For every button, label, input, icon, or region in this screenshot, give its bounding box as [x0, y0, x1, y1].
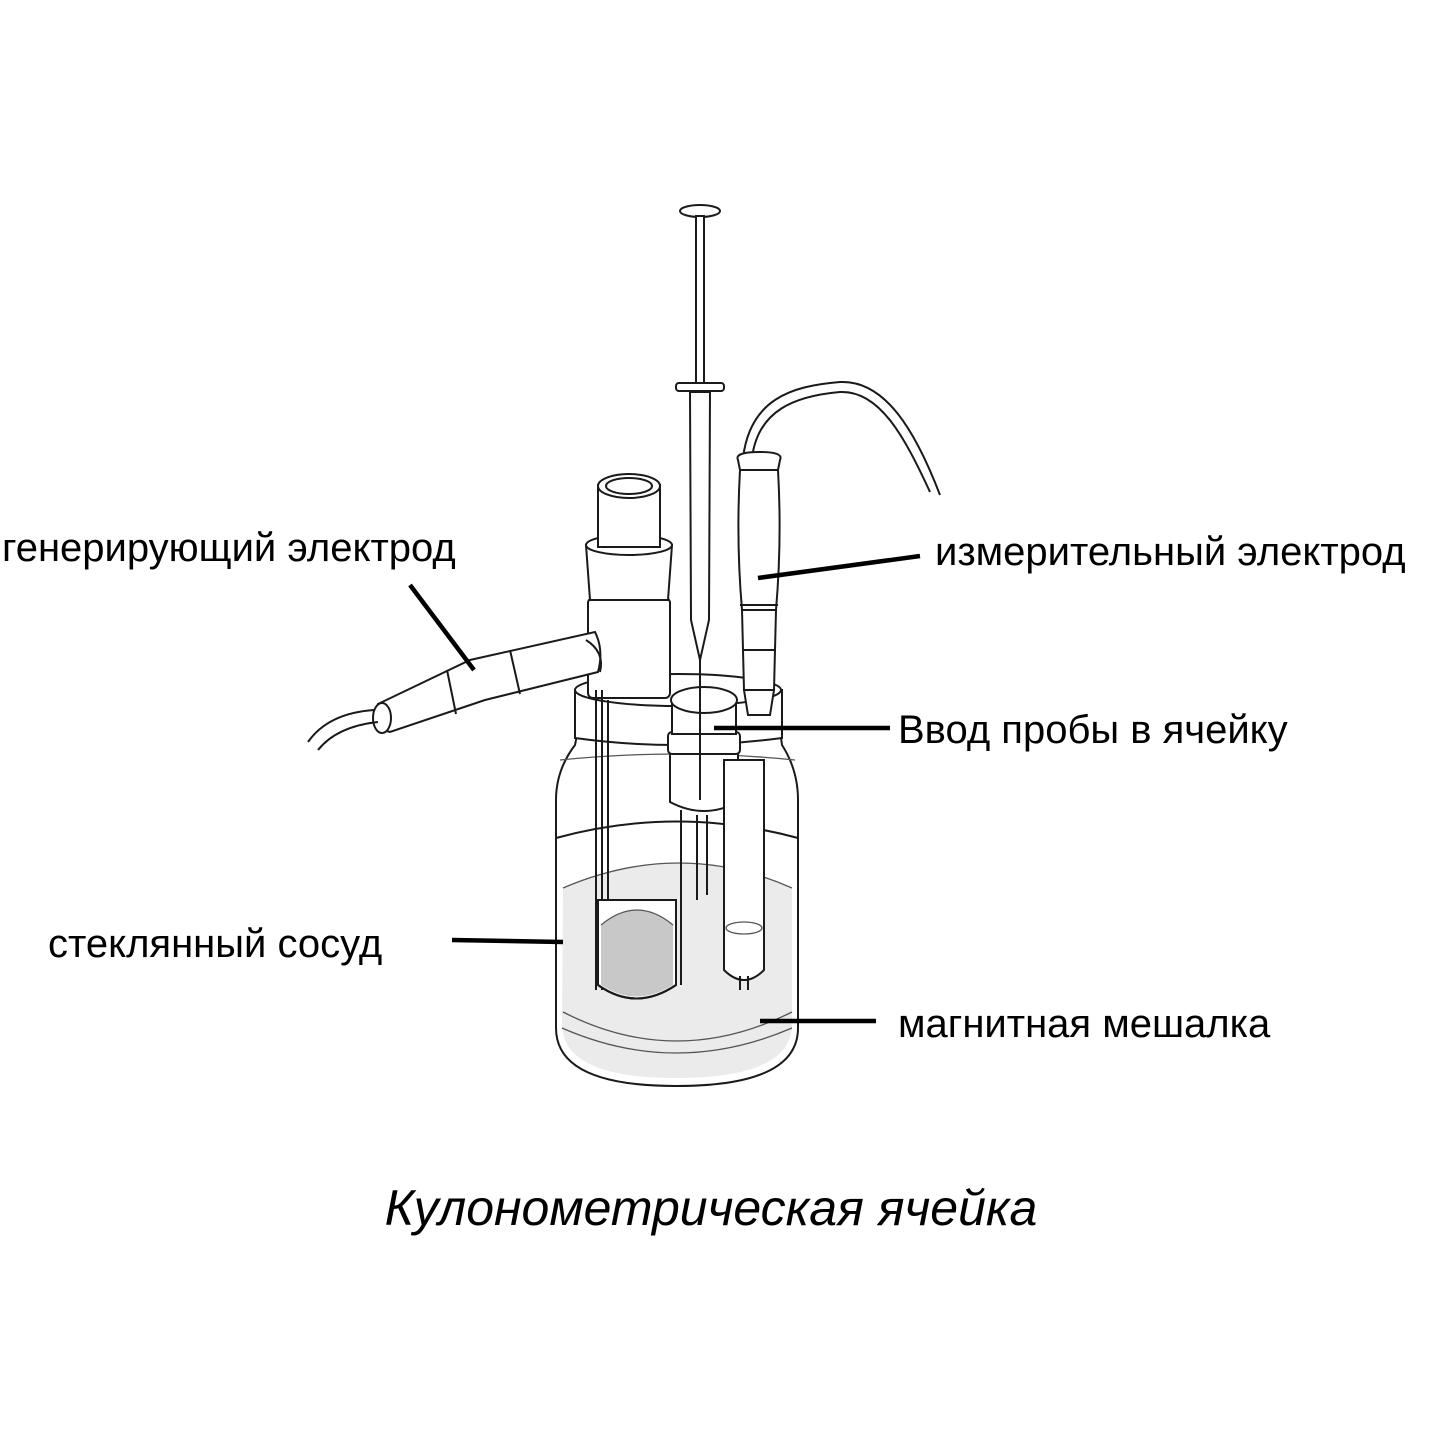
label-magnetic-stirrer: магнитная мешалка [898, 1002, 1271, 1046]
label-measuring-electrode: измерительный электрод [935, 530, 1406, 574]
leader-measuring-electrode [757, 553, 921, 581]
figure-caption: Кулонометрическая ячейка [384, 1180, 1038, 1236]
sample-inlet-port [667, 686, 741, 985]
measuring-electrode-cable [742, 380, 941, 496]
measuring-electrode [723, 450, 782, 990]
generating-electrode-cable [307, 709, 375, 743]
chamber-fill [601, 910, 673, 997]
leader-generating-electrode [408, 583, 476, 672]
label-sample-inlet: Ввод пробы в ячейку [898, 708, 1288, 752]
generating-chamber [597, 899, 677, 1000]
label-generating-electrode: генерирующий электрод [2, 526, 456, 570]
syringe [675, 204, 725, 800]
generating-electrode [307, 630, 602, 751]
label-glass-vessel: стеклянный сосуд [48, 922, 383, 966]
leader-glass-vessel [451, 937, 564, 945]
